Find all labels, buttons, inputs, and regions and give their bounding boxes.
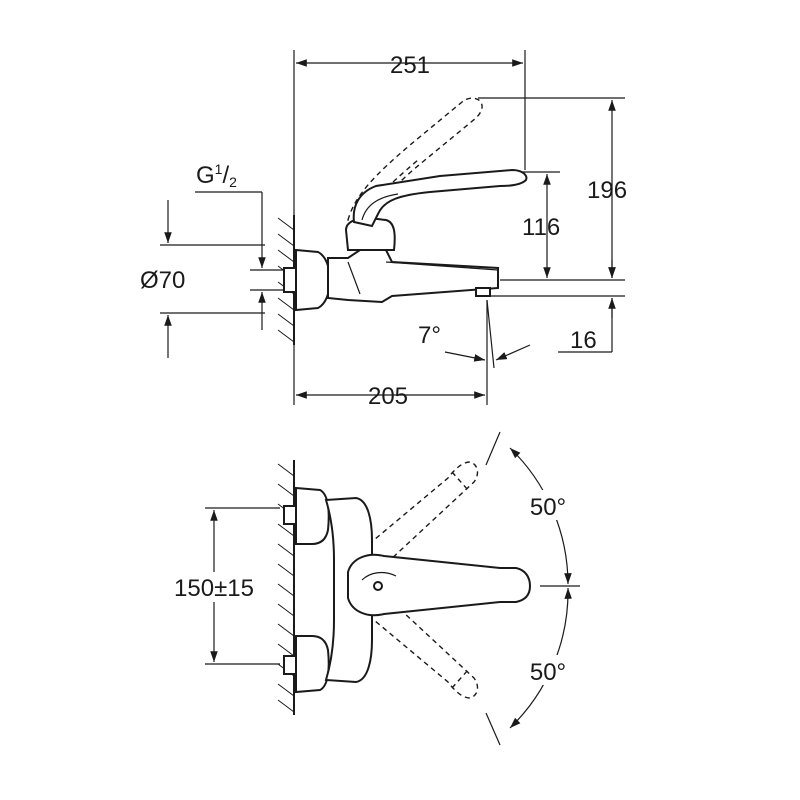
dim-label-205: 205 (368, 383, 408, 410)
dim-label-16: 16 (570, 327, 597, 354)
dim-label-7-degree: 7° (418, 322, 441, 349)
angle-label-upper: 50° (530, 494, 566, 521)
side-view: 251 196 116 205 16 7° Ø70 G1/2 (140, 50, 627, 410)
dim-label-116: 116 (522, 214, 560, 241)
dim-label-196: 196 (587, 177, 627, 204)
tap-body-top (283, 486, 532, 694)
wall-top (277, 460, 295, 715)
dim-label-diameter: Ø70 (140, 267, 185, 294)
angle-label-lower: 50° (530, 659, 566, 686)
lever-handle-top (347, 553, 532, 617)
thread-label: G1/2 (196, 161, 237, 190)
dim-label-251: 251 (390, 52, 430, 79)
lever-handle-side (352, 168, 528, 228)
tap-body-side (283, 168, 528, 312)
dim-label-150: 150±15 (174, 575, 254, 602)
top-view: 150±15 50° 50° (160, 431, 580, 746)
lever-swing-outlines (361, 461, 479, 699)
